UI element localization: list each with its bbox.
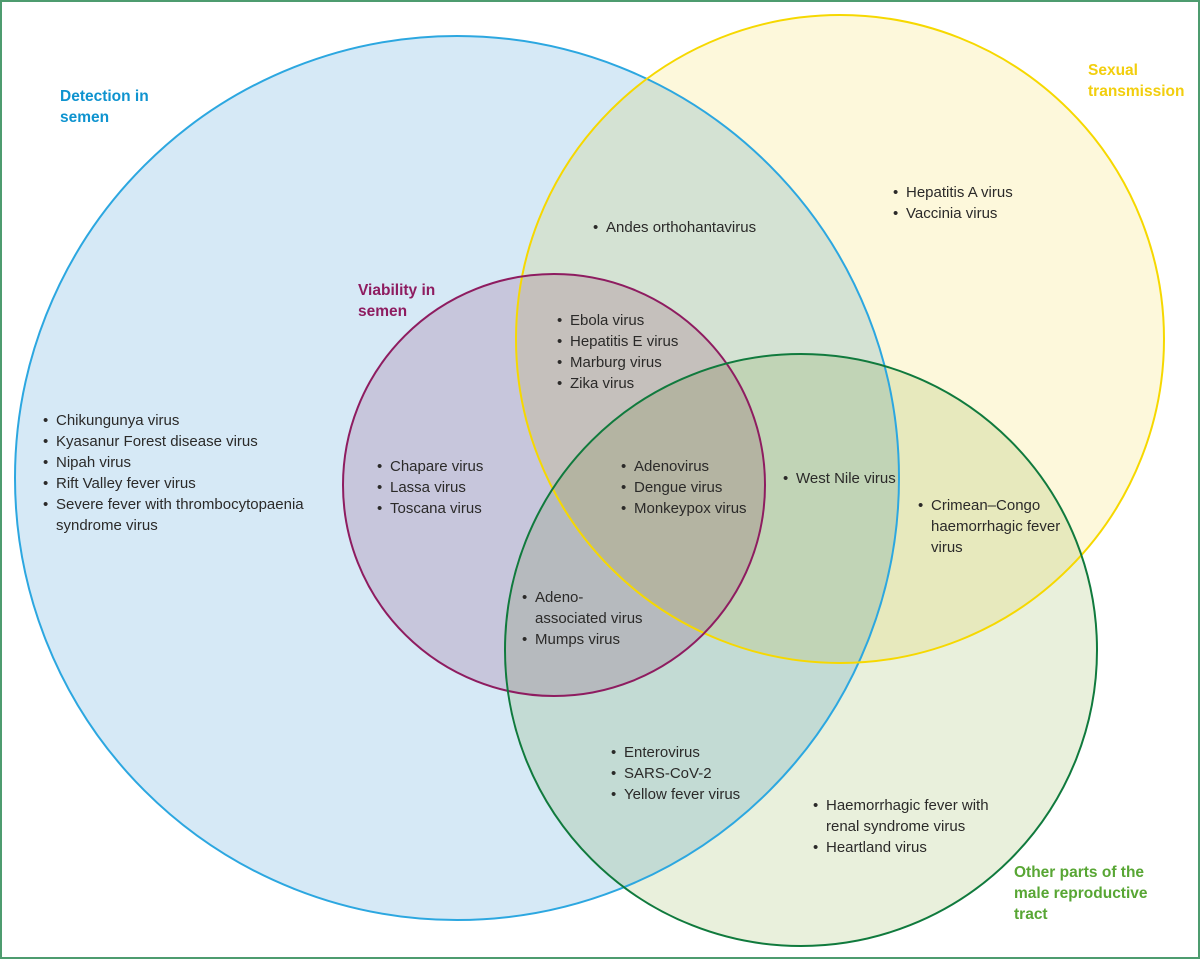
bullet-icon xyxy=(43,473,56,494)
bullet-icon xyxy=(893,182,906,203)
virus-item: Chapare virus xyxy=(377,456,483,477)
region-detection-viability-tract: Adeno-associated virus Mumps virus xyxy=(522,587,647,650)
virus-item: Haemorrhagic fever with renal syndrome v… xyxy=(813,795,994,837)
virus-item: Nipah virus xyxy=(43,452,311,473)
region-detection-sexual-tract: West Nile virus xyxy=(783,468,896,489)
tract-circle-fill xyxy=(505,354,1097,946)
virus-item: Andes orthohantavirus xyxy=(593,217,756,238)
virus-item: Heartland virus xyxy=(813,837,994,858)
set-label-other-parts-male-reproductive-tract: Other parts of the male reproductive tra… xyxy=(1014,864,1148,923)
bullet-icon xyxy=(557,373,570,394)
region-detection-viability: Chapare virus Lassa virus Toscana virus xyxy=(377,456,483,519)
bullet-icon xyxy=(557,331,570,352)
bullet-icon xyxy=(522,587,535,629)
virus-item: Vaccinia virus xyxy=(893,203,1013,224)
bullet-icon xyxy=(377,456,390,477)
virus-item: Chikungunya virus xyxy=(43,410,311,431)
bullet-icon xyxy=(557,310,570,331)
region-detection-only: Chikungunya virus Kyasanur Forest diseas… xyxy=(43,410,311,536)
virus-item: Monkeypox virus xyxy=(621,498,747,519)
bullet-icon xyxy=(43,494,56,536)
bullet-icon xyxy=(621,477,634,498)
bullet-icon xyxy=(783,468,796,489)
bullet-icon xyxy=(611,784,624,805)
virus-item: Kyasanur Forest disease virus xyxy=(43,431,311,452)
bullet-icon xyxy=(611,763,624,784)
viability-circle-outline xyxy=(342,273,766,697)
region-detection-sexual-viability: Ebola virus Hepatitis E virus Marburg vi… xyxy=(557,310,678,394)
set-label-viability-in-semen: Viability in semen xyxy=(358,282,436,320)
virus-item: Toscana virus xyxy=(377,498,483,519)
virus-item: Adeno-associated virus xyxy=(522,587,647,629)
region-detection-sexual: Andes orthohantavirus xyxy=(593,217,756,238)
tract-circle-outline xyxy=(504,353,1098,947)
bullet-icon xyxy=(522,629,535,650)
virus-item: Marburg virus xyxy=(557,352,678,373)
virus-item: Mumps virus xyxy=(522,629,647,650)
circle-fills xyxy=(15,15,1164,946)
sexual-circle-outline xyxy=(515,14,1165,664)
virus-item: Severe fever with thrombocytopaenia synd… xyxy=(43,494,311,536)
virus-item: Yellow fever virus xyxy=(611,784,740,805)
bullet-icon xyxy=(621,498,634,519)
region-sexual-only: Hepatitis A virus Vaccinia virus xyxy=(893,182,1013,224)
bullet-icon xyxy=(43,410,56,431)
bullet-icon xyxy=(813,795,826,837)
set-label-detection-in-semen: Detection in semen xyxy=(60,88,149,126)
virus-item: West Nile virus xyxy=(783,468,896,489)
bullet-icon xyxy=(918,495,931,558)
virus-item: Rift Valley fever virus xyxy=(43,473,311,494)
region-all-four: Adenovirus Dengue virus Monkeypox virus xyxy=(621,456,747,519)
bullet-icon xyxy=(611,742,624,763)
region-detection-tract: Enterovirus SARS-CoV-2 Yellow fever viru… xyxy=(611,742,740,805)
virus-item: Hepatitis E virus xyxy=(557,331,678,352)
bullet-icon xyxy=(813,837,826,858)
virus-item: Adenovirus xyxy=(621,456,747,477)
bullet-icon xyxy=(593,217,606,238)
region-sexual-tract: Crimean–Congo haemorrhagic fever virus xyxy=(918,495,1063,558)
virus-item: Dengue virus xyxy=(621,477,747,498)
bullet-icon xyxy=(43,431,56,452)
bullet-icon xyxy=(43,452,56,473)
region-tract-only: Haemorrhagic fever with renal syndrome v… xyxy=(813,795,994,858)
bullet-icon xyxy=(621,456,634,477)
virus-item: Enterovirus xyxy=(611,742,740,763)
set-label-sexual-transmission: Sexual transmission xyxy=(1088,62,1185,100)
virus-item: Ebola virus xyxy=(557,310,678,331)
circle-outlines xyxy=(14,14,1165,947)
bullet-icon xyxy=(893,203,906,224)
virus-item: SARS-CoV-2 xyxy=(611,763,740,784)
virus-item: Hepatitis A virus xyxy=(893,182,1013,203)
virus-item: Zika virus xyxy=(557,373,678,394)
virus-item: Lassa virus xyxy=(377,477,483,498)
bullet-icon xyxy=(557,352,570,373)
bullet-icon xyxy=(377,477,390,498)
virus-item: Crimean–Congo haemorrhagic fever virus xyxy=(918,495,1063,558)
bullet-icon xyxy=(377,498,390,519)
detection-circle-outline xyxy=(14,35,900,921)
